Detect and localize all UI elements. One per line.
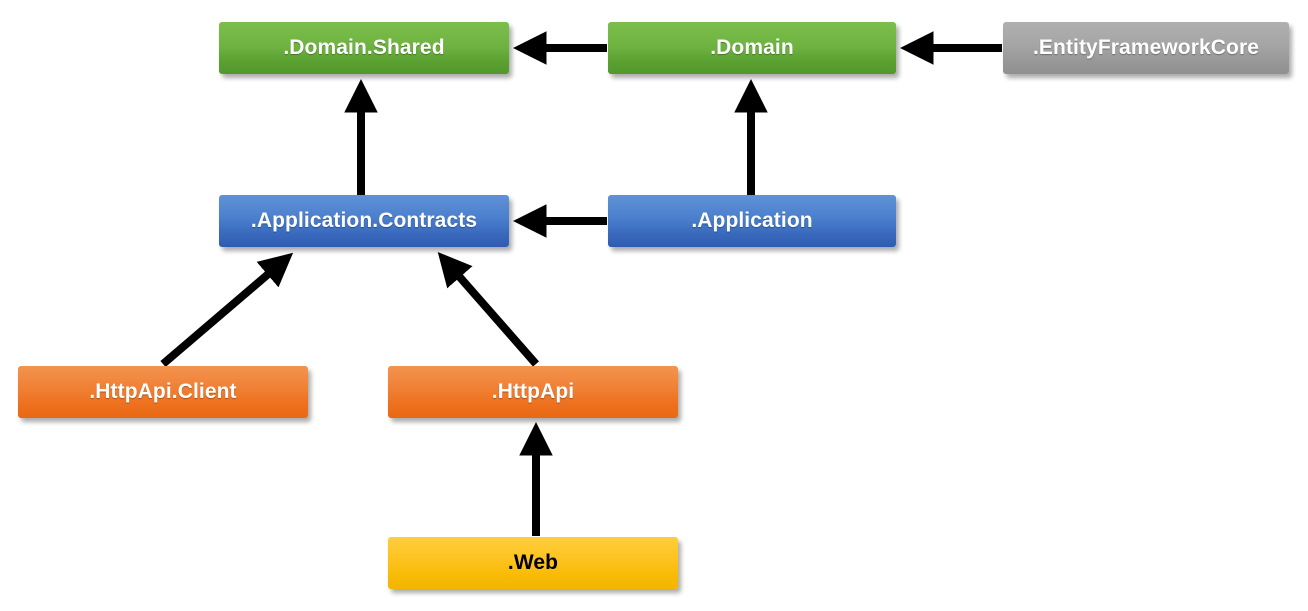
node-httpapi-label: .HttpApi (491, 380, 575, 403)
node-httpapi-client-label: .HttpApi.Client (89, 380, 237, 403)
arrow-httpapi-to-application-contracts (437, 251, 540, 367)
arrow-httpapi-client-to-application-contracts (160, 252, 294, 368)
node-application-contracts[interactable]: .Application.Contracts (219, 195, 509, 247)
node-httpapi-client[interactable]: .HttpApi.Client (18, 366, 308, 418)
node-application-label: .Application (691, 209, 813, 232)
node-application[interactable]: .Application (608, 195, 896, 247)
node-application-contracts-label: .Application.Contracts (250, 209, 478, 232)
node-domain-label: .Domain (710, 36, 794, 59)
node-httpapi[interactable]: .HttpApi (388, 366, 678, 418)
node-web[interactable]: .Web (388, 537, 678, 589)
node-domain-shared[interactable]: .Domain.Shared (219, 22, 509, 74)
node-domain-shared-label: .Domain.Shared (283, 36, 445, 59)
node-domain[interactable]: .Domain (608, 22, 896, 74)
node-entity-framework-core[interactable]: .EntityFrameworkCore (1003, 22, 1289, 74)
node-entity-framework-core-label: .EntityFrameworkCore (1032, 36, 1260, 59)
node-web-label: .Web (507, 551, 559, 574)
